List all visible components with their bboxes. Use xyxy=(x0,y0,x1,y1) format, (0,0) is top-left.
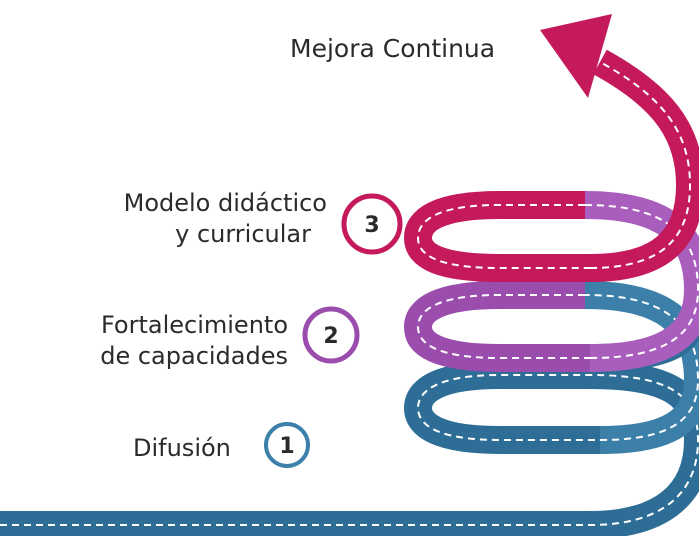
ribbon-fortalecimiento xyxy=(403,281,590,372)
step-number-2: 2 xyxy=(323,324,338,349)
ribbon-connector-1 xyxy=(584,281,699,454)
step-number-1: 1 xyxy=(279,434,294,459)
arrow-up-icon xyxy=(540,14,612,98)
step-label-3-line-2: y curricular xyxy=(175,220,311,248)
step-label-2-line-2: de capacidades xyxy=(100,342,288,370)
step-label-1: Difusión xyxy=(133,433,231,464)
step-label-2: Fortalecimiento de capacidades xyxy=(100,310,288,372)
step-circle-2: 2 xyxy=(302,306,360,364)
step-label-3: Modelo didáctico y curricular xyxy=(124,188,327,250)
step-number-3: 3 xyxy=(364,213,379,238)
step-circle-1: 1 xyxy=(264,422,310,468)
ribbon-modelo xyxy=(403,191,590,282)
diagram-title: Mejora Continua xyxy=(290,34,496,63)
step-label-1-line-1: Difusión xyxy=(133,434,231,462)
step-label-3-line-1: Modelo didáctico xyxy=(123,189,327,217)
ribbon-difusion xyxy=(0,361,699,539)
ribbon-arrow xyxy=(540,14,699,282)
step-circle-3: 3 xyxy=(341,193,403,255)
step-label-2-line-1: Fortalecimiento xyxy=(100,311,288,339)
ribbon-connector-2 xyxy=(584,191,699,372)
